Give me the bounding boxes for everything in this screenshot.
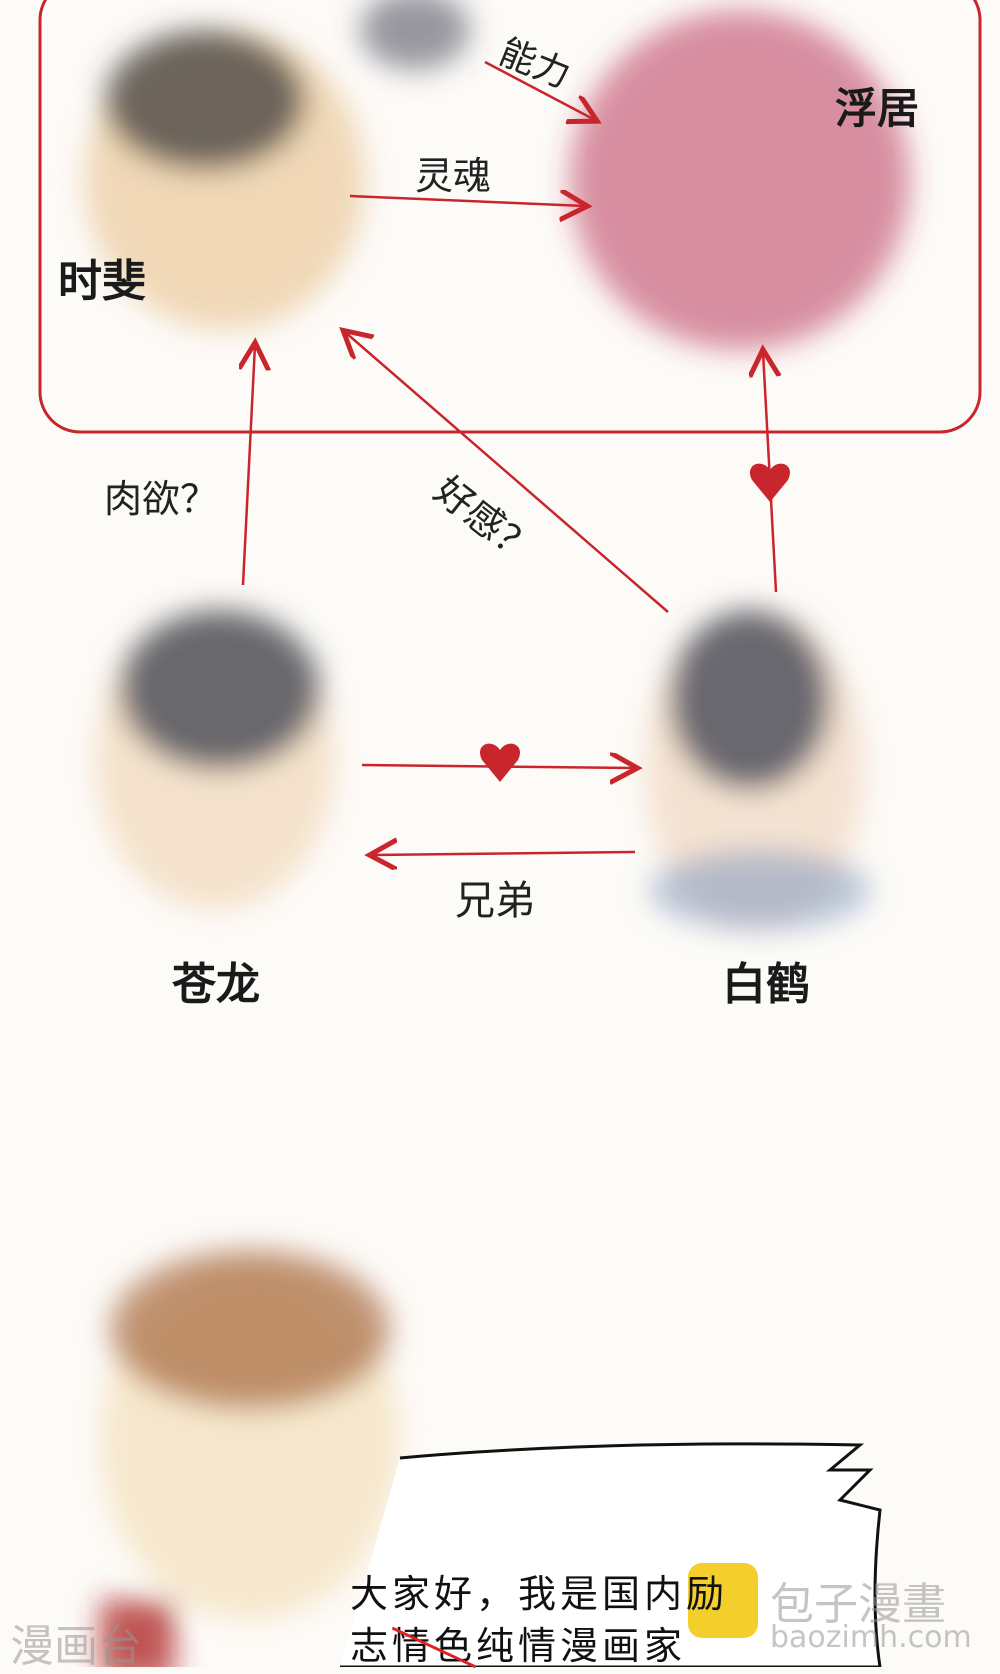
watermark-left: 漫画台 xyxy=(10,1621,142,1672)
group-frame xyxy=(38,0,982,434)
arrow-ability xyxy=(484,60,595,120)
arrow-brothers xyxy=(372,852,636,855)
baozi-logo xyxy=(688,1563,758,1638)
speech-bubble-text: 大家好，我是国内励 志情色纯情漫画家 xyxy=(350,1568,728,1672)
watermark-right-bottom: baozimh.com xyxy=(770,1620,972,1655)
character-illustrations xyxy=(85,0,910,1667)
heart-icon xyxy=(749,463,791,502)
arrow-lust xyxy=(243,345,255,586)
arrow-affection xyxy=(345,332,669,613)
struck-text: 情色 xyxy=(392,1620,476,1672)
character-name-baihe: 白鹤 xyxy=(722,959,810,1010)
character-name-canglong: 苍龙 xyxy=(172,959,260,1010)
relation-brothers: 兄弟 xyxy=(455,878,535,924)
speech-line-1: 大家好，我是国内励 xyxy=(350,1572,729,1616)
fuju-figure xyxy=(570,10,910,350)
character-name-fuju: 浮居 xyxy=(835,84,920,133)
relation-lust: 肉欲？ xyxy=(104,477,219,521)
arrow-soul xyxy=(349,196,585,206)
speech-suffix: 纯情漫画家 xyxy=(476,1624,687,1668)
speech-line-2: 志情色纯情漫画家 xyxy=(350,1620,728,1672)
character-name-shifei: 时斐 xyxy=(58,256,146,307)
speech-prefix: 志 xyxy=(350,1624,393,1668)
relation-soul: 灵魂 xyxy=(415,154,492,198)
heart-icon xyxy=(479,743,521,782)
watermark-right-top: 包子漫畫 xyxy=(770,1579,946,1630)
